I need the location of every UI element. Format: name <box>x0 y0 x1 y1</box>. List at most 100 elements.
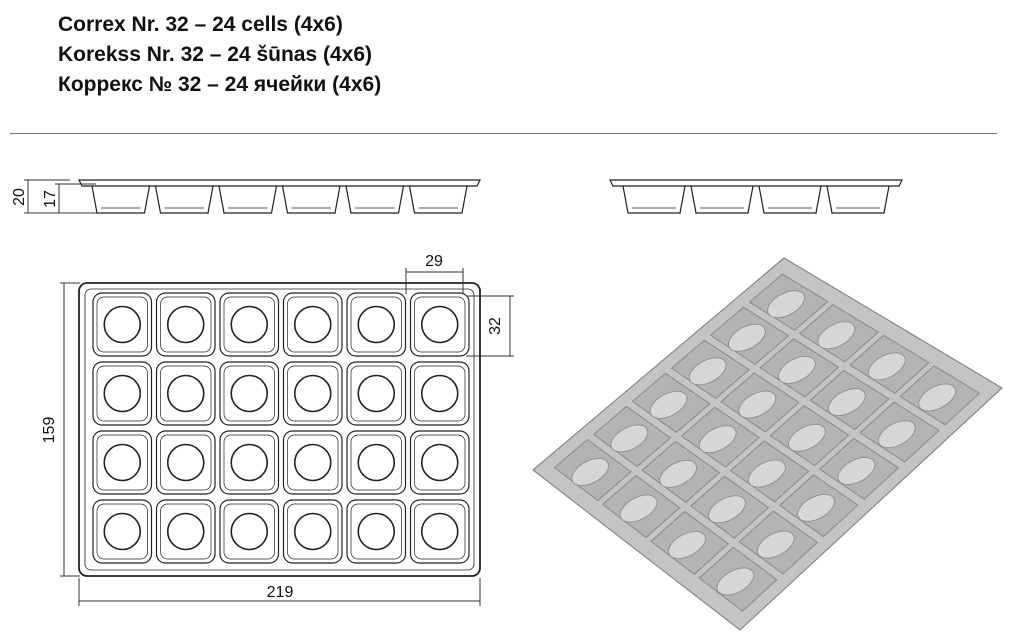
iso-cell-floor <box>728 323 766 352</box>
cell-inner <box>287 503 339 560</box>
side-view-long <box>78 179 481 214</box>
cell-outer <box>346 430 407 495</box>
title-russian: Коррекс № 32 – 24 ячейки (4x6) <box>58 73 382 96</box>
cell-inner <box>414 365 466 422</box>
cell-hole <box>293 443 332 482</box>
cell-inner <box>96 434 148 491</box>
cell-hole <box>357 512 396 551</box>
cell-inner <box>96 503 148 560</box>
cell-outer <box>219 430 280 495</box>
dimension-tray-width: 219 <box>78 578 481 606</box>
dimension-cell-depth: 17 <box>42 183 96 213</box>
cell-hole <box>103 443 142 482</box>
cell-inner <box>223 434 275 491</box>
cell-hole <box>166 374 205 413</box>
dimension-tray-length: 159 <box>41 282 80 577</box>
cell-hole <box>103 374 142 413</box>
cell-outer <box>155 361 216 426</box>
cell-hole <box>420 512 459 551</box>
cell-inner <box>160 296 212 353</box>
iso-cell-floor <box>817 321 856 350</box>
iso-cell-floor <box>748 459 786 488</box>
iso-cell-floor <box>828 388 866 416</box>
cell-hole <box>103 305 142 344</box>
iso-cell-floor <box>619 494 658 523</box>
iso-cell-floor <box>738 390 777 419</box>
iso-cell-floor <box>837 457 876 485</box>
cell-inner <box>160 503 212 560</box>
cell-hole <box>230 443 269 482</box>
cell-inner <box>350 365 402 422</box>
side-cell <box>408 185 468 214</box>
side-cell <box>91 185 151 214</box>
cell-outer <box>346 361 407 426</box>
cell-outer <box>219 499 280 564</box>
side-cell <box>622 185 686 214</box>
cell-inner <box>223 296 275 353</box>
cell-outer <box>282 361 343 426</box>
cell-hole <box>103 512 142 551</box>
cell-outer <box>346 499 407 564</box>
cell-inner <box>96 365 148 422</box>
cell-inner <box>414 434 466 491</box>
cell-hole <box>166 443 205 482</box>
cell-hole <box>293 305 332 344</box>
side-cell <box>345 185 405 214</box>
cell-inner <box>160 434 212 491</box>
cell-inner <box>287 365 339 422</box>
dimension-label-29: 29 <box>425 253 443 270</box>
cell-outer <box>409 292 470 357</box>
title-block: Correx Nr. 32 – 24 cells (4x6) Korekss N… <box>58 10 381 100</box>
iso-cell-floor <box>698 425 737 454</box>
cell-hole <box>357 305 396 344</box>
cell-outer <box>155 430 216 495</box>
cell-hole <box>357 443 396 482</box>
cell-hole <box>420 443 459 482</box>
tray-outline <box>78 282 481 577</box>
title-english: Correx Nr. 32 – 24 cells (4x6) <box>58 13 343 36</box>
cell-outer <box>282 499 343 564</box>
dimension-cell-width: 29 <box>405 253 464 294</box>
side-cell <box>690 185 754 214</box>
header-divider <box>10 133 997 134</box>
cell-hole <box>230 305 269 344</box>
cell-outer <box>282 430 343 495</box>
dimension-label-32: 32 <box>487 317 504 335</box>
side-cell <box>758 185 822 214</box>
cell-hole <box>357 374 396 413</box>
isometric-view <box>532 257 1003 631</box>
cell-hole <box>166 512 205 551</box>
cell-hole <box>420 374 459 413</box>
dimension-label-17: 17 <box>42 190 59 208</box>
cell-inner <box>414 503 466 560</box>
cell-hole <box>420 305 459 344</box>
cell-outer <box>409 499 470 564</box>
cell-hole <box>293 374 332 413</box>
side-cell <box>154 185 214 214</box>
cell-outer <box>155 292 216 357</box>
iso-cell-floor <box>767 290 805 319</box>
side-rim <box>609 179 903 187</box>
iso-cell-floor <box>867 352 906 381</box>
iso-cell-floor <box>877 420 916 449</box>
cell-inner <box>350 434 402 491</box>
cell-outer <box>409 430 470 495</box>
cell-inner <box>287 296 339 353</box>
dimension-label-20: 20 <box>11 188 28 206</box>
cell-inner <box>160 365 212 422</box>
tray-inner-rim <box>84 288 475 571</box>
cell-outer <box>92 292 153 357</box>
iso-cell-floor <box>610 424 649 453</box>
iso-cell-floor <box>756 530 795 559</box>
cell-outer <box>282 292 343 357</box>
cell-inner <box>223 365 275 422</box>
iso-cell-floor <box>918 383 956 412</box>
cell-inner <box>287 434 339 491</box>
iso-cell-floor <box>708 495 746 524</box>
cell-inner <box>350 296 402 353</box>
cell-outer <box>346 292 407 357</box>
iso-cell-floor <box>659 459 697 488</box>
top-view <box>78 282 481 577</box>
cell-outer <box>409 361 470 426</box>
iso-cell-floor <box>688 357 727 386</box>
